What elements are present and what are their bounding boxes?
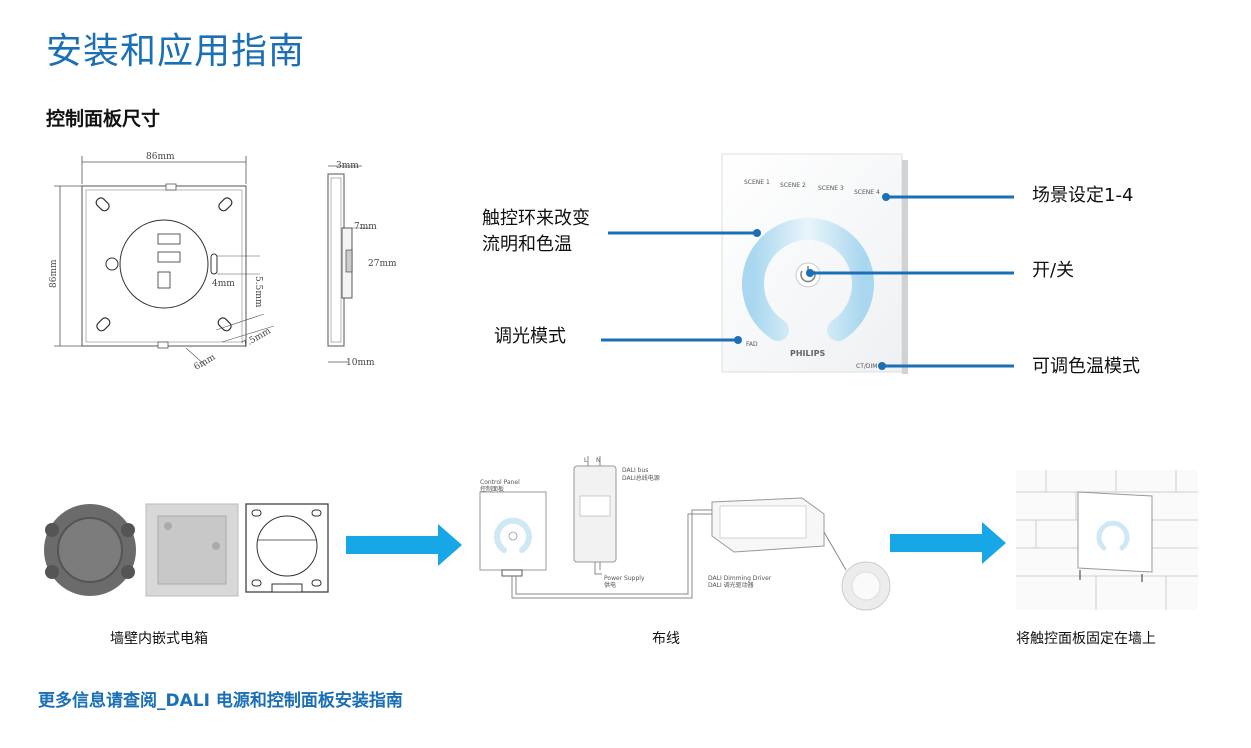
callout-onoff: 开/关	[1032, 260, 1075, 281]
callout-scene: 场景设定1-4	[1032, 185, 1134, 206]
callout-touch-ring-2: 流明和色温	[482, 234, 572, 255]
dim-10: 10mm	[346, 358, 375, 368]
wiring-power-supply-cn: 供电	[604, 581, 616, 589]
dim-depth: 3mm	[336, 161, 359, 171]
wiring-dali-bus-cn: DALI总线电源	[622, 474, 660, 482]
dim-4: 4mm	[212, 279, 235, 289]
front-dimension-drawing: 86mm 86mm 5.5mm 4mm 7.5mm 6mm	[49, 152, 275, 373]
wiring-driver-cn: DALI 调光驱动器	[708, 581, 754, 589]
key-ctdim: CT/DIM	[856, 363, 877, 370]
wiring-n: N	[596, 457, 601, 464]
side-dimension-drawing: 3mm 7mm 27mm 10mm	[327, 161, 397, 368]
wiring-diagram: Control Panel 控制面板 L N DALI bus DALI总线电源…	[479, 456, 891, 611]
callout-dim-mode: 调光模式	[494, 326, 566, 347]
wiring-dali-bus: DALI bus	[622, 467, 648, 474]
caption-mount: 将触控面板固定在墙上	[1016, 631, 1156, 647]
wiring-l: L	[584, 457, 588, 464]
wall-box-images	[44, 503, 329, 597]
key-scene-2: SCENE 2	[780, 182, 806, 189]
dim-7: 7mm	[354, 222, 377, 232]
arrow-right-icon	[346, 524, 462, 566]
callout-touch-ring-1: 触控环来改变	[482, 208, 590, 229]
key-scene-3: SCENE 3	[818, 185, 844, 192]
page-title: 安装和应用指南	[46, 31, 306, 72]
dim-5-5: 5.5mm	[253, 276, 263, 308]
key-scene-4: SCENE 4	[854, 189, 880, 196]
key-fad: FAD	[746, 341, 758, 348]
callout-ct-mode: 可调色温模式	[1032, 356, 1140, 377]
caption-wiring: 布线	[652, 631, 680, 647]
dim-width: 86mm	[146, 152, 175, 162]
wiring-driver: DALI Dimming Driver	[708, 575, 772, 582]
wiring-power-supply: Power Supply	[604, 575, 645, 582]
dim-27: 27mm	[368, 259, 397, 269]
touch-panel-image: SCENE 1 SCENE 2 SCENE 3 SCENE 4 FAD CT/D…	[721, 153, 908, 374]
philips-logo: PHILIPS	[790, 349, 825, 358]
dim-height: 86mm	[49, 259, 59, 288]
key-scene-1: SCENE 1	[744, 179, 770, 186]
section-title: 控制面板尺寸	[46, 108, 161, 130]
wiring-control-panel-cn: 控制面板	[480, 485, 504, 493]
caption-wall-box: 墙壁内嵌式电箱	[110, 631, 208, 647]
wall-mounted-panel	[1016, 470, 1198, 610]
footer-link[interactable]: 更多信息请查阅_DALI 电源和控制面板安装指南	[38, 691, 403, 711]
wiring-control-panel: Control Panel	[480, 479, 520, 486]
arrow-right-icon	[890, 522, 1006, 564]
